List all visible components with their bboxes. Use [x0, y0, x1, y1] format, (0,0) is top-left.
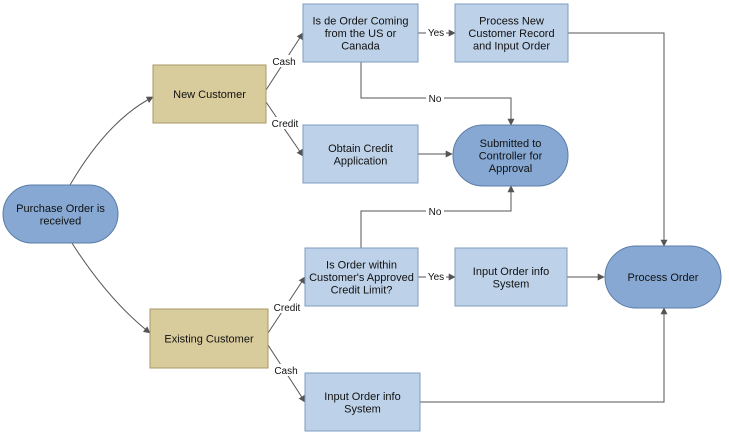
node-existing-customer: Existing Customer: [149, 308, 269, 369]
edge-label-credit-new: Credit: [272, 119, 299, 130]
node-label-line: Submitted to: [480, 138, 542, 150]
edge-label-no-limit: No: [429, 207, 442, 218]
node-process-order: Process Order: [604, 245, 722, 309]
edge-label-yes-us: Yes: [428, 28, 444, 39]
edge-labels: Cash Credit Yes No No Yes Credit Cash: [268, 26, 446, 377]
node-process-order-label: Process Order: [628, 272, 699, 284]
edge-purchase-to-existing: [69, 239, 151, 334]
node-label-line: Customer Record: [468, 28, 554, 40]
node-new-customer: New Customer: [152, 64, 267, 124]
edge-input-cash-to-order: [420, 307, 668, 403]
edge-process-new-to-order: [568, 32, 668, 247]
node-label-line: System: [344, 403, 381, 415]
node-label-line: Obtain Credit: [328, 143, 393, 155]
node-label-line: Existing Customer: [164, 334, 254, 346]
node-label-line: Customer's Approved: [309, 272, 414, 284]
node-label-line: Input Order info: [324, 391, 400, 403]
node-label-line: System: [493, 278, 530, 290]
node-label-line: Controller for: [479, 151, 543, 163]
edge-label-cash-existing: Cash: [274, 366, 297, 377]
node-label-line: Approval: [489, 163, 532, 175]
node-label-line: Is Order within: [326, 260, 397, 272]
node-label-line: Is de Order Coming: [313, 16, 409, 28]
node-label-line: received: [40, 215, 82, 227]
edge-label-credit-existing: Credit: [274, 303, 301, 314]
node-label-line: Process Order: [628, 272, 699, 284]
node-label-line: Application: [334, 155, 388, 167]
node-label-line: and Input Order: [473, 41, 550, 53]
node-existing-customer-label: Existing Customer: [164, 334, 254, 346]
node-label-line: Purchase Order is: [16, 203, 105, 215]
edge-purchase-to-new: [69, 96, 154, 186]
node-label-line: New Customer: [173, 89, 246, 101]
edge-label-cash-new: Cash: [272, 57, 295, 68]
node-label-line: Canada: [341, 41, 380, 53]
edge-label-yes-limit: Yes: [428, 272, 444, 283]
edge-label-no-us: No: [429, 94, 442, 105]
node-label-line: from the US or: [325, 28, 397, 40]
node-label-line: Process New: [479, 16, 544, 28]
node-new-customer-label: New Customer: [173, 89, 246, 101]
node-label-line: Input Order info: [473, 266, 549, 278]
node-label-line: Credit Limit?: [331, 285, 393, 297]
